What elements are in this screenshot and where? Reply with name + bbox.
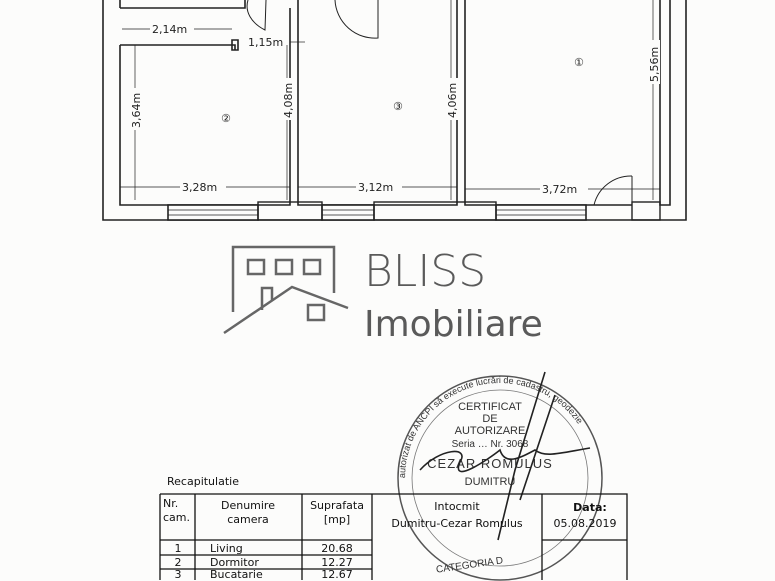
door-swing [334,0,379,39]
header-name: Denumire [221,499,275,512]
dim-label: 3,28m [182,181,217,194]
stamp-line: CERTIFICAT [458,401,522,413]
dimension-labels: 2,14m 1,15m 3,28m 3,12m 3,72m 3,64m 4,08… [128,22,661,196]
row-name: Dormitor [210,556,259,569]
row-nr: 3 [175,568,182,581]
header-nr: Nr. [163,497,178,510]
dim-label: 3,72m [542,183,577,196]
header-area: [mp] [324,513,350,526]
stamp-line: Seria … Nr. 3068 [452,439,529,450]
dim-label: 4,06m [446,83,459,118]
dim-label: 3,64m [130,93,143,128]
dim-label: 3,12m [358,181,393,194]
recapitulation-table [159,493,628,580]
dim-label: 4,08m [282,83,295,118]
row-nr: 1 [175,542,182,555]
header-nr: cam. [163,511,190,524]
house-icon [223,245,349,335]
dim-label: 5,56m [648,47,661,82]
floor-plan [102,0,687,221]
room-number-3: ③ [393,100,403,113]
header-author: Dumitru-Cezar Romulus [391,517,523,530]
window [167,204,259,221]
room-number-1: ① [574,56,584,69]
row-name: Living [210,542,243,555]
stamp-category: CATEGORIA D [435,555,503,575]
inner-wall-top [119,0,246,51]
row-area: 12.27 [321,556,353,569]
row-area: 12.67 [321,568,353,581]
room-number-2: ② [221,112,231,125]
bliss-logo [223,245,349,335]
row-nr: 2 [175,556,182,569]
door-swing [246,0,267,31]
header-author-label: Intocmit [434,500,480,513]
header-date-label: Data: [573,501,607,514]
window [321,204,375,221]
dim-label: 2,14m [152,23,187,36]
header-date: 05.08.2019 [554,517,617,530]
table-title: Recapitulatie [167,475,239,488]
stamp-name2: DUMITRU [465,476,516,488]
window [495,204,587,221]
logo-text-imobiliare: Imobiliare [364,304,543,345]
row-name: Bucatarie [210,568,263,581]
header-area: Suprafata [310,499,364,512]
stamp-line: AUTORIZARE [455,425,526,437]
signature [419,371,591,541]
stamp-line: DE [482,413,497,425]
door-swing [593,175,633,206]
dim-label: 1,15m [248,36,283,49]
logo-text-bliss: BLISS [364,246,486,297]
header-name: camera [227,513,269,526]
authorization-stamp: autorizat de ANCPI să execute lucrări de… [397,371,603,581]
row-area: 20.68 [321,542,353,555]
